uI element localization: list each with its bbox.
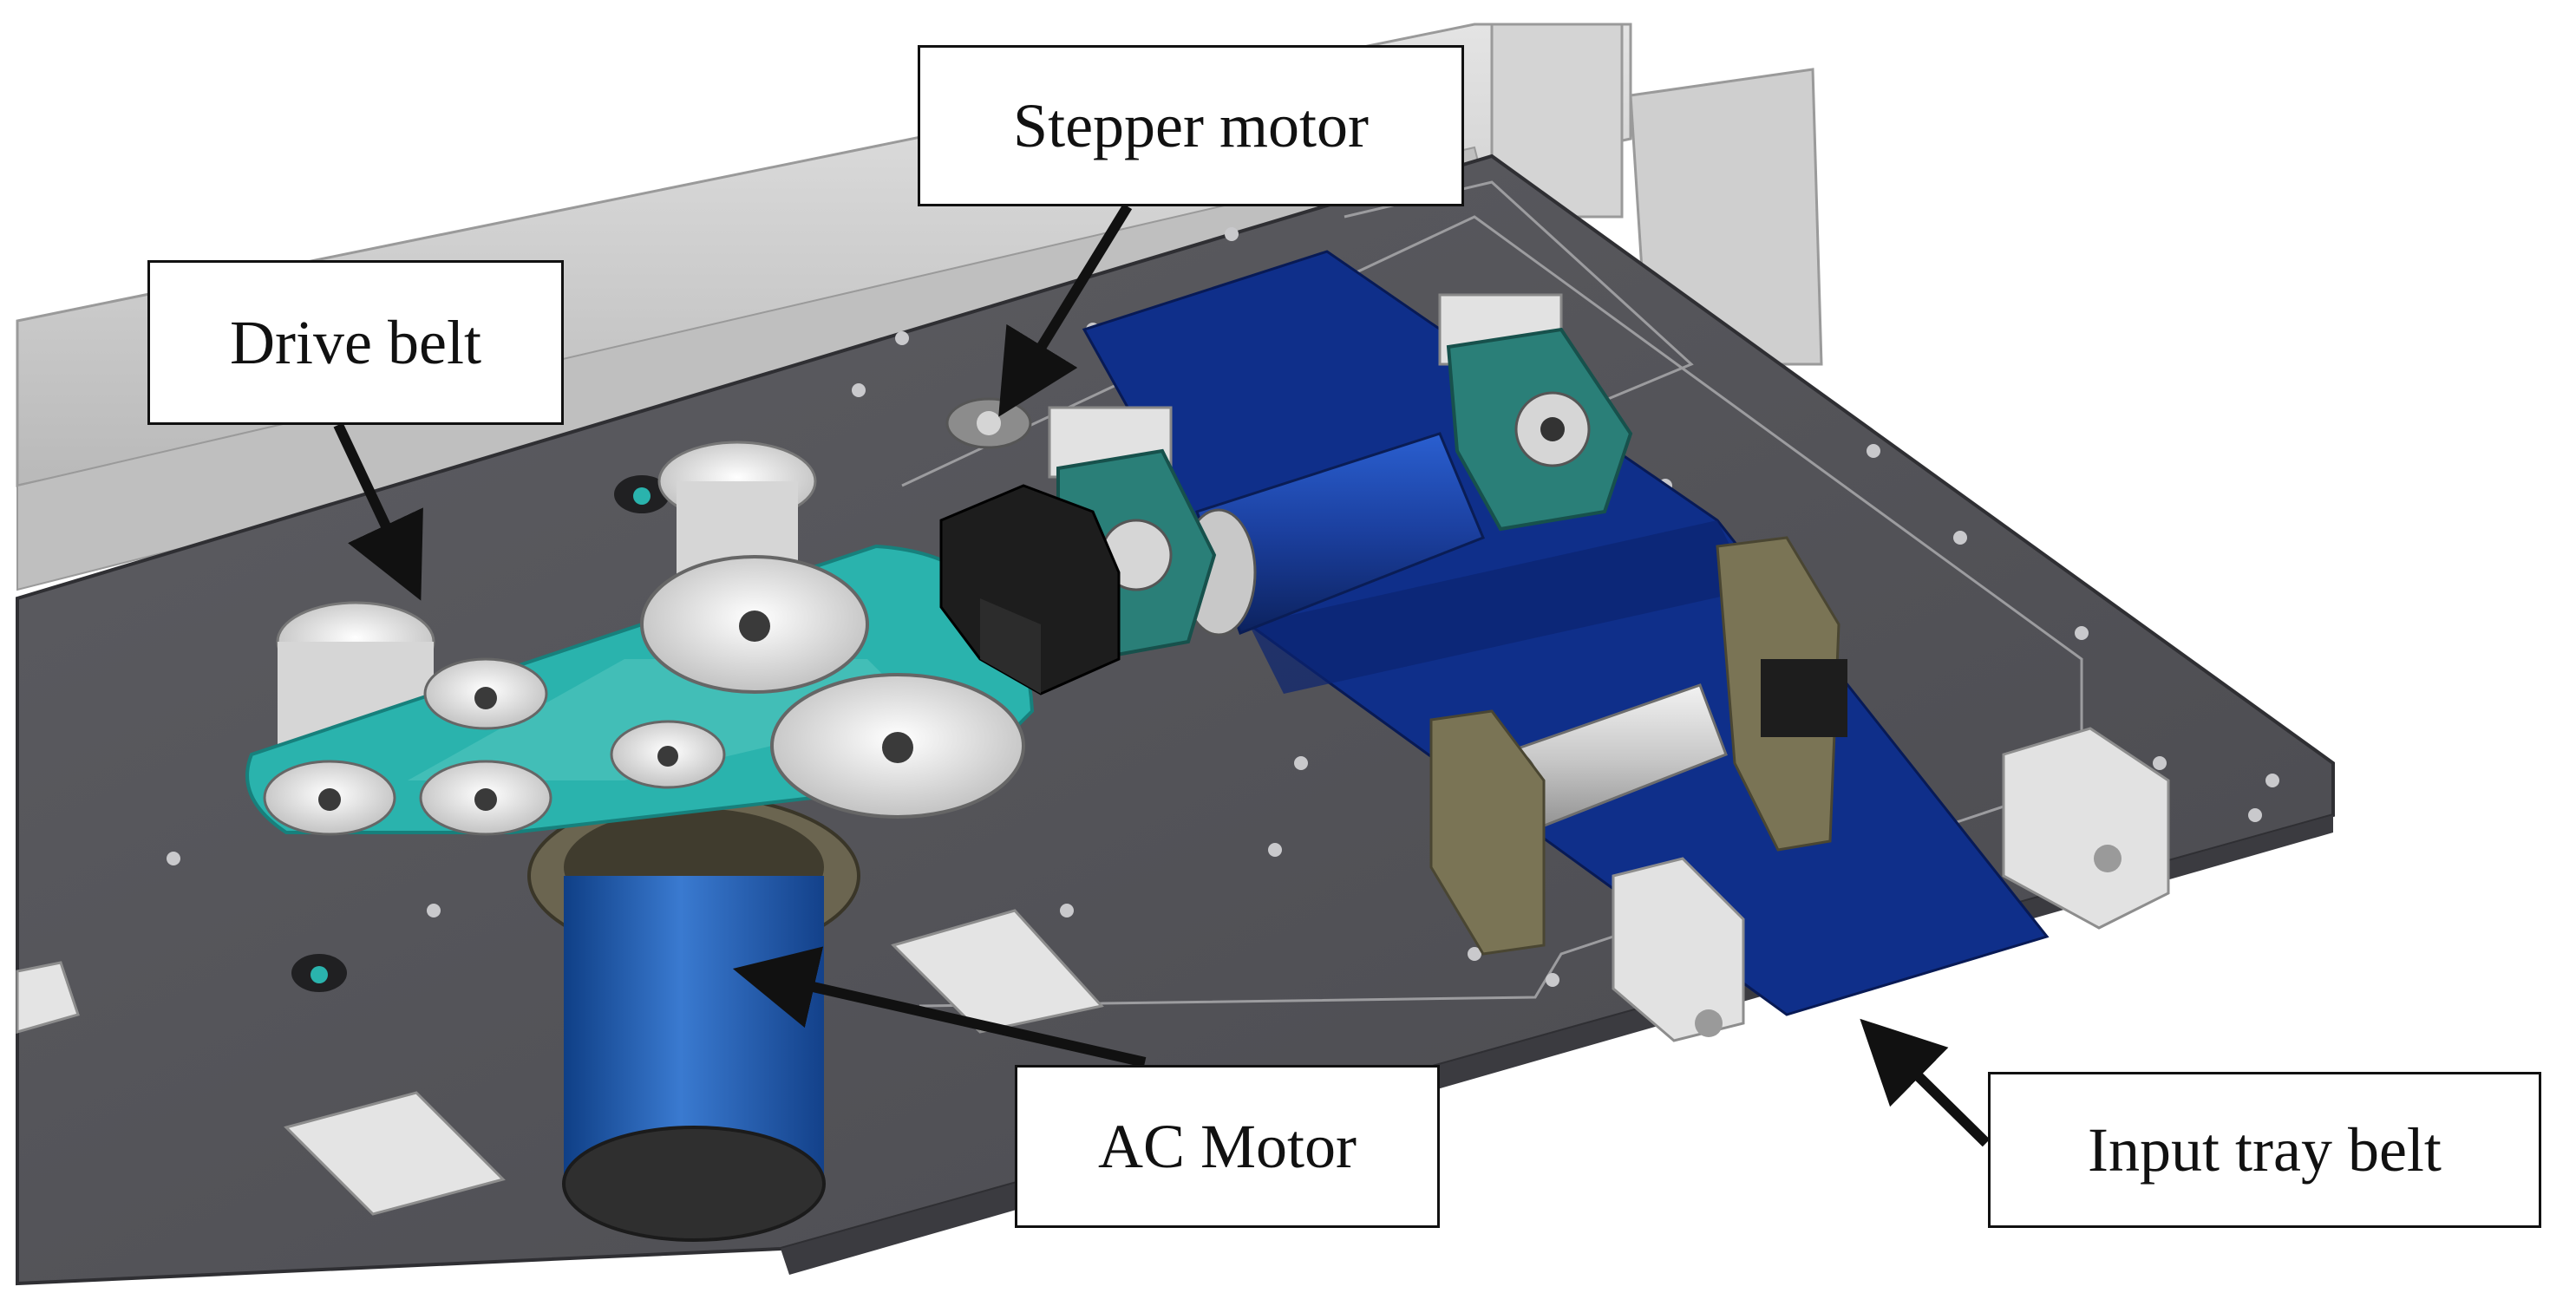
drive-belt-label: Drive belt [147, 260, 564, 425]
drive-belt-assembly [245, 441, 1035, 836]
arrow-icon [732, 946, 1147, 1068]
callout-arrows [333, 203, 1991, 1147]
corner-brackets [1612, 727, 2170, 1042]
floor-pads [16, 909, 1104, 1216]
arrow-icon [998, 203, 1133, 417]
arrow-icon [333, 422, 423, 601]
sensor-brackets [1429, 536, 1847, 956]
stepper-motor-label: Stepper motor [918, 45, 1464, 206]
stepper-motor [939, 484, 1121, 695]
input-tray-belt-label: Input tray belt [1988, 1072, 2541, 1228]
arrow-icon [1860, 1018, 1991, 1147]
ac-motor [527, 794, 860, 1242]
ac-motor-label: AC Motor [1015, 1065, 1440, 1228]
